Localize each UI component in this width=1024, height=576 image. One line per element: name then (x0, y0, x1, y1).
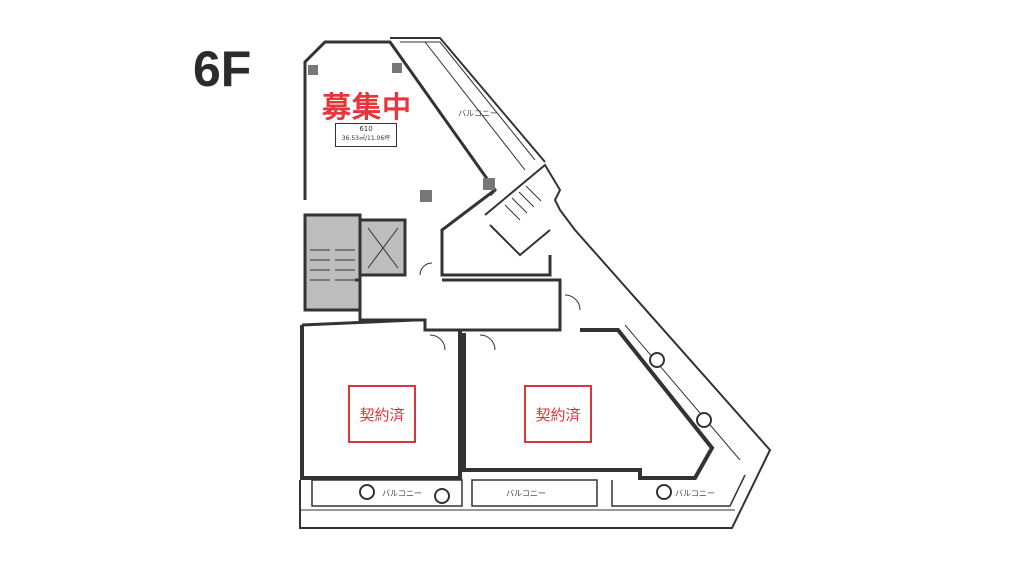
vent-icon (656, 484, 672, 500)
vent-icon (696, 412, 712, 428)
unit-east-status: 契約済 (524, 385, 592, 443)
unit-number: 610 (359, 125, 373, 133)
unit-west-wall (300, 325, 462, 480)
balcony-label: バルコニー (675, 489, 715, 498)
unit-610-label[interactable]: 610 36.53㎡/11.06坪 (335, 123, 397, 147)
vent-icon (359, 484, 375, 500)
vent-icon (649, 352, 665, 368)
floor-label: 6F (193, 41, 252, 97)
balcony-north-wall (390, 37, 546, 163)
vent-icon (434, 488, 450, 504)
central-wall (440, 188, 552, 277)
balcony-label: バルコニー (506, 489, 546, 498)
balcony-label: バルコニー (458, 109, 498, 118)
unit-610-status: 募集中 (322, 90, 413, 124)
stair-wall (299, 163, 772, 529)
unit-area: 36.53㎡/11.06坪 (341, 135, 391, 142)
unit-west-status: 契約済 (348, 385, 416, 443)
balcony-label: バルコニー (382, 489, 422, 498)
